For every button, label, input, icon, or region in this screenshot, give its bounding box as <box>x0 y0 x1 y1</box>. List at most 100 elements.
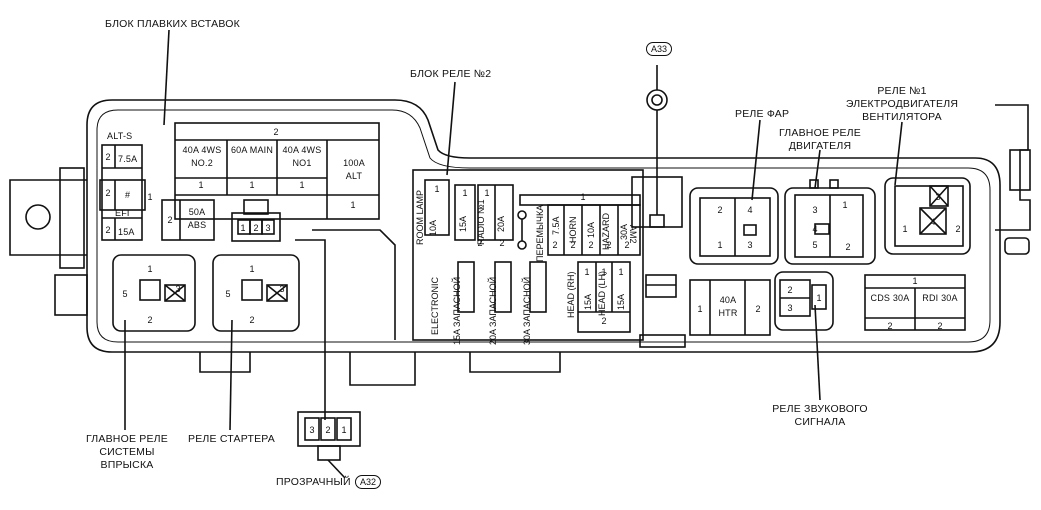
svg-text:1: 1 <box>816 293 821 303</box>
fuse-block-label: БЛОК ПЛАВКИХ ВСТАВОК <box>105 18 240 30</box>
fan-relay-box <box>884 177 971 255</box>
svg-text:2: 2 <box>105 152 110 162</box>
svg-text:1: 1 <box>249 264 254 274</box>
svg-text:1: 1 <box>240 223 245 233</box>
fuse-15a-head-rh: 15A <box>583 293 593 310</box>
starter-relay-box <box>212 254 300 332</box>
svg-text:2: 2 <box>755 304 760 314</box>
fuse-efi: EFI <box>115 208 130 218</box>
headlight-relay-label: РЕЛЕ ФАР <box>735 108 790 120</box>
svg-text:3: 3 <box>279 284 284 294</box>
svg-text:3: 3 <box>812 205 817 215</box>
svg-text:2: 2 <box>601 316 606 326</box>
headlight-relay-box <box>689 187 779 265</box>
jumper-label: ПЕРЕМЫЧКА <box>535 204 545 262</box>
fuse-10a-room: 10A <box>428 219 438 236</box>
svg-text:4: 4 <box>747 205 752 215</box>
injection-relay-label: ГЛАВНОЕ РЕЛЕ СИСТЕМЫ ВПРЫСКА <box>86 433 168 471</box>
svg-text:5: 5 <box>812 240 817 250</box>
svg-text:2: 2 <box>717 205 722 215</box>
horn-relay-label: РЕЛЕ ЗВУКОВОГО СИГНАЛА <box>772 403 868 428</box>
fuse-alt-s: ALT-S <box>107 131 133 141</box>
fuse-4ws-2: 40A 4WS No.2 <box>182 145 222 168</box>
svg-text:2: 2 <box>105 188 110 198</box>
svg-text:2: 2 <box>477 238 482 248</box>
connector-a33-badge: A33 <box>646 42 673 56</box>
svg-text:1: 1 <box>717 240 722 250</box>
fuse-alt-s-amp: 7.5A <box>118 154 138 164</box>
svg-text:2: 2 <box>273 127 278 137</box>
svg-text:2: 2 <box>887 321 892 331</box>
svg-text:1: 1 <box>580 192 585 202</box>
svg-text:1: 1 <box>912 276 917 286</box>
svg-text:1: 1 <box>462 188 467 198</box>
svg-text:1: 1 <box>350 200 355 210</box>
svg-text:2: 2 <box>499 238 504 248</box>
am2-label: AM2 <box>628 225 638 244</box>
radio-label: RADIO №1 <box>476 199 486 245</box>
relay-block-2-label: БЛОК РЕЛЕ №2 <box>410 68 492 80</box>
svg-text:3: 3 <box>175 284 180 294</box>
svg-text:1: 1 <box>618 267 623 277</box>
mounting-bracket-left <box>9 179 87 256</box>
svg-text:1: 1 <box>198 180 203 190</box>
svg-text:3: 3 <box>265 223 270 233</box>
svg-text:1: 1 <box>842 200 847 210</box>
spare-30a: 30A ЗАПАСНОЙ <box>522 276 532 345</box>
svg-text:5: 5 <box>122 289 127 299</box>
svg-text:2: 2 <box>606 240 611 250</box>
injection-relay-box <box>112 254 196 332</box>
fuse-7-5a: 7.5A <box>551 216 561 235</box>
fuse-hash: # <box>125 190 131 200</box>
transparent-label: ПРОЗРАЧНЫЙ <box>276 476 351 488</box>
room-lamp-label: ROOM LAMP <box>415 189 425 245</box>
svg-text:1: 1 <box>902 224 907 234</box>
svg-text:2: 2 <box>147 315 152 325</box>
head-rh-label: HEAD (RH) <box>566 271 576 319</box>
housing-outline <box>86 99 1001 353</box>
fuse-10a-horn: 10A <box>586 221 596 238</box>
fan-relay-label: РЕЛЕ №1 ЭЛЕКТРОДВИГАТЕЛЯ ВЕНТИЛЯТОРА <box>845 85 959 123</box>
svg-text:2: 2 <box>105 225 110 235</box>
svg-text:2: 2 <box>552 240 557 250</box>
fuse-efi-amp: 15A <box>118 227 135 237</box>
fuse-rdi: RDI 30A <box>922 293 958 303</box>
svg-text:1: 1 <box>147 264 152 274</box>
fuse-cds: CDS 30A <box>870 293 910 303</box>
horn-relay-box <box>774 271 834 331</box>
horn-fuse-label: HORN <box>568 216 578 244</box>
svg-text:2: 2 <box>249 315 254 325</box>
svg-text:1: 1 <box>697 304 702 314</box>
svg-text:4: 4 <box>812 224 817 234</box>
svg-text:1: 1 <box>484 188 489 198</box>
svg-text:1: 1 <box>299 180 304 190</box>
fuse-abs: 50A ABS <box>187 207 207 230</box>
spare-15a: 15A ЗАПАСНОЙ <box>452 276 462 345</box>
fuse-alt: 100A ALT <box>343 158 365 181</box>
svg-text:2: 2 <box>787 285 792 295</box>
fuse-15a-head-lh: 15A <box>616 293 626 310</box>
svg-text:3: 3 <box>747 240 752 250</box>
fuse-htr: 40A HTR <box>718 295 738 318</box>
svg-text:1: 1 <box>601 267 606 277</box>
svg-text:3: 3 <box>935 192 940 202</box>
svg-text:1: 1 <box>147 192 152 202</box>
svg-text:2: 2 <box>955 224 960 234</box>
svg-text:2: 2 <box>325 425 330 435</box>
electronic-label: ELECTRONIC <box>430 276 440 335</box>
spare-20a: 20A ЗАПАСНОЙ <box>488 276 498 345</box>
svg-text:4: 4 <box>930 217 935 227</box>
svg-text:3: 3 <box>787 303 792 313</box>
svg-text:5: 5 <box>225 289 230 299</box>
connector-a32-badge: A32 <box>355 475 382 489</box>
fuse-15a: 15A <box>458 215 468 232</box>
fuse-20a: 20A <box>496 215 506 232</box>
svg-text:1: 1 <box>249 180 254 190</box>
svg-text:3: 3 <box>309 425 314 435</box>
svg-text:1: 1 <box>584 267 589 277</box>
svg-text:2: 2 <box>253 223 258 233</box>
hazard-label: HAZARD <box>601 212 611 250</box>
fuse-main: 60A MAIN <box>230 145 274 155</box>
